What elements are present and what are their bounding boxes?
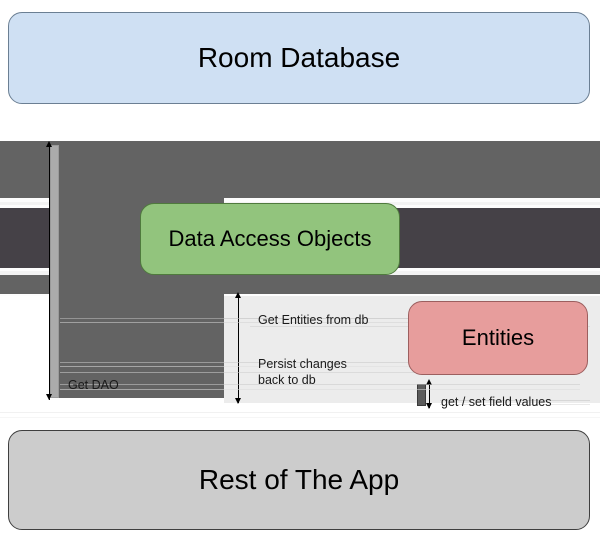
arrowhead-entities-top <box>426 379 432 385</box>
activation-bar-entities <box>417 384 426 406</box>
arrowhead-entities-bottom <box>426 403 432 409</box>
node-room-database[interactable]: Room Database <box>8 12 590 104</box>
arrowhead-room-top <box>46 141 52 147</box>
lifeline-entities <box>429 381 430 408</box>
lifeline-data-access-objects <box>238 295 239 403</box>
node-entities[interactable]: Entities <box>408 301 588 375</box>
artifact-streak-12 <box>0 417 600 418</box>
node-entities-label: Entities <box>461 325 535 351</box>
message-label-get-set-field-values: get / set field values <box>441 395 552 409</box>
node-data-access-objects-label: Data Access Objects <box>168 226 372 252</box>
message-label-get-dao: Get DAO <box>68 378 119 392</box>
activation-bar-room-database <box>50 145 59 398</box>
node-room-database-label: Room Database <box>197 41 401 73</box>
node-rest-of-the-app-label: Rest of The App <box>198 463 400 495</box>
node-data-access-objects[interactable]: Data Access Objects <box>140 203 400 275</box>
arrowhead-dao-bottom <box>235 398 241 404</box>
arrowhead-dao-top <box>235 292 241 298</box>
artifact-streak-11 <box>0 412 600 413</box>
arrowhead-room-bottom <box>46 394 52 400</box>
message-label-get-entities-from-db: Get Entities from db <box>258 313 369 327</box>
node-rest-of-the-app[interactable]: Rest of The App <box>8 430 590 530</box>
message-label-persist-changes-back-to-db: Persist changes back to db <box>258 357 347 387</box>
